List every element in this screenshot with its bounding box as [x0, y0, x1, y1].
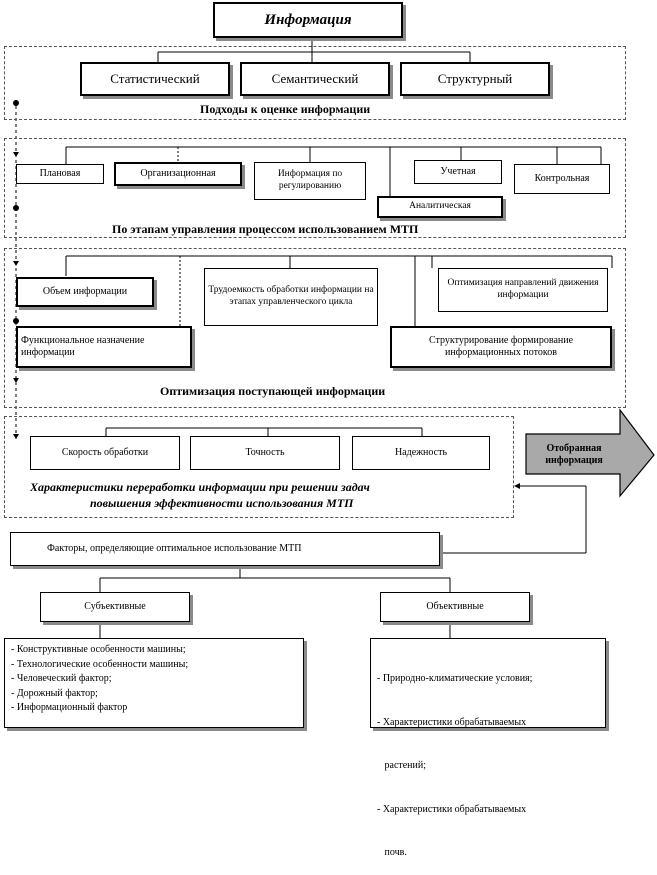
opt-volume: Объем информации — [16, 277, 154, 307]
factor-objective: Объективные — [380, 592, 530, 622]
stage-organizational: Организационная — [114, 162, 242, 186]
stage-accounting: Учетная — [414, 160, 502, 184]
approach-semantic: Семантический — [240, 62, 390, 96]
opt-labor: Трудоемкость обработки информации на эта… — [204, 268, 378, 326]
factor-subjective: Субъективные — [40, 592, 190, 622]
list-item: - Конструктивные особенности машины; — [11, 644, 186, 655]
opt-directions: Оптимизация направлений движения информа… — [438, 268, 608, 312]
optimization-group — [4, 248, 626, 408]
spine-dot — [13, 100, 19, 106]
list-item: - Информационный фактор — [11, 702, 128, 713]
selected-info-label: Отобранная информация — [545, 443, 603, 466]
stage-control: Контрольная — [514, 164, 610, 194]
stages-label: По этапам управления процессом использов… — [112, 222, 419, 236]
opt-purpose: Функциональное назначение информации — [16, 326, 192, 368]
stage-analytical: Аналитическая — [377, 196, 503, 218]
approach-structural: Структурный — [400, 62, 550, 96]
list-item: растений; — [377, 760, 427, 771]
processing-accuracy: Точность — [190, 436, 340, 470]
processing-label-line1: Характеристики переработки информации пр… — [30, 480, 370, 494]
list-item: почв. — [377, 847, 407, 858]
factors-box: Факторы, определяющие оптимальное исполь… — [10, 532, 440, 566]
objective-list: - Природно-климатические условия; - Хара… — [370, 638, 606, 858]
list-item: - Технологические особенности машины; — [11, 658, 189, 670]
optimization-label: Оптимизация поступающей информации — [160, 384, 386, 398]
root-information-box: Информация — [213, 2, 403, 38]
approaches-group — [4, 46, 626, 120]
processing-reliability: Надежность — [352, 436, 490, 470]
spine-dot — [13, 205, 19, 211]
processing-label-line2: повышения эффективности использования МТ… — [90, 496, 354, 510]
spine-dot — [13, 318, 19, 324]
list-item: - Дорожный фактор; — [11, 687, 98, 699]
stage-regulation: Информация по регулированию — [254, 162, 366, 200]
stage-planned: Плановая — [16, 164, 104, 184]
approaches-label: Подходы к оценке информации — [200, 102, 371, 116]
root-label: Информация — [264, 11, 352, 28]
subjective-list: - Конструктивные особенности машины; - Т… — [4, 638, 304, 728]
list-item: - Характеристики обрабатываемых — [377, 716, 527, 728]
connectors — [13, 38, 655, 638]
list-item: - Природно-климатические условия; — [377, 673, 533, 684]
processing-group — [4, 416, 514, 518]
approach-statistical: Статистический — [80, 62, 230, 96]
opt-structuring: Структурирование формирование информацио… — [390, 326, 612, 368]
list-item: - Характеристики обрабатываемых — [377, 803, 527, 815]
list-item: - Человеческий фактор; — [11, 673, 112, 684]
stages-group — [4, 138, 626, 238]
processing-speed: Скорость обработки — [30, 436, 180, 470]
